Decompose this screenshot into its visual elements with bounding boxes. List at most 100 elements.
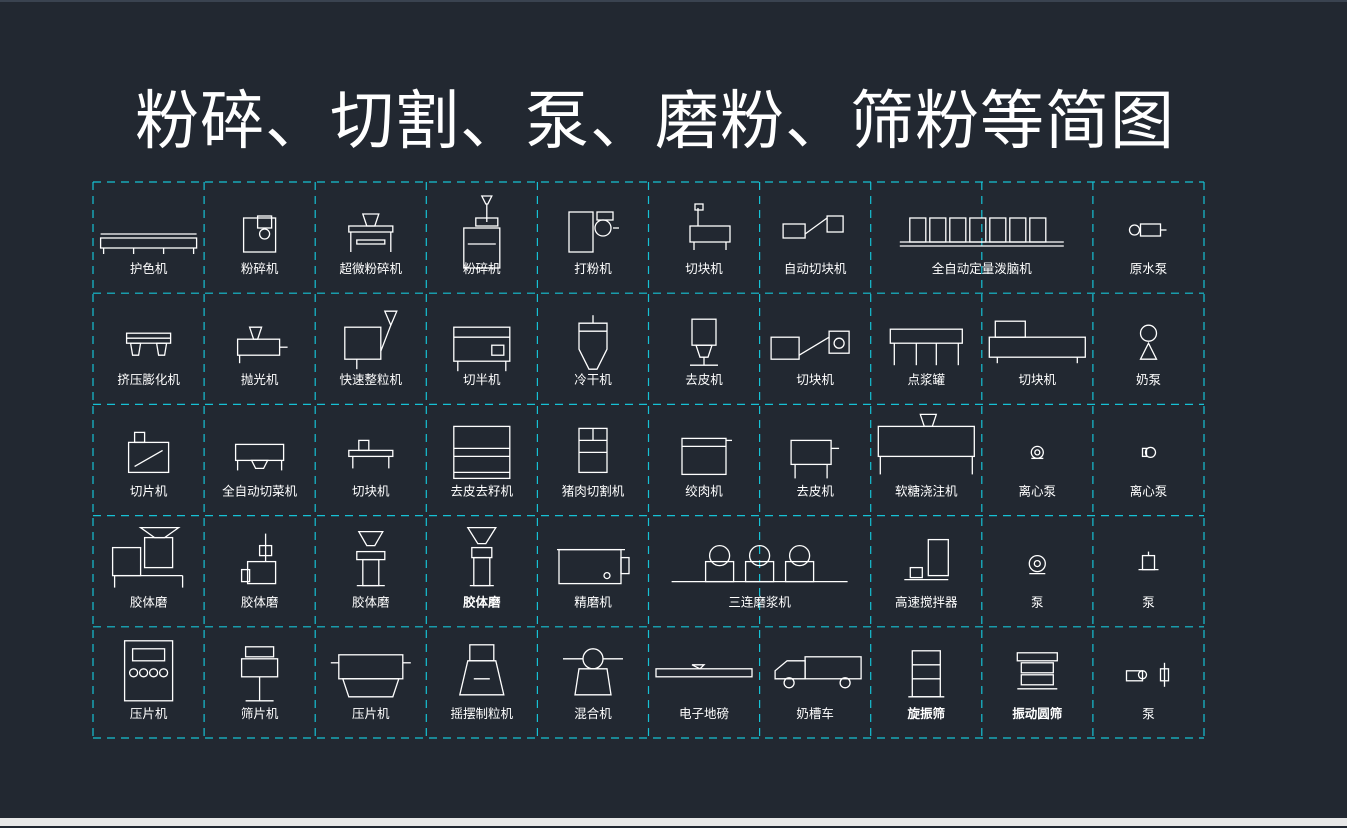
granulator-icon [344, 310, 398, 370]
equipment-label: 奶泵 [1136, 372, 1161, 387]
equipment-cell: 切片机 [127, 431, 170, 498]
centrifugal-pump-icon [1030, 445, 1044, 460]
equipment-cell: 筛片机 [240, 646, 279, 721]
status-bar [0, 818, 1347, 826]
equipment-cell: 三连磨浆机 [671, 544, 848, 610]
pork-cutter-icon [578, 427, 608, 474]
hopper-crusher-icon [463, 195, 501, 269]
pump-pair-icon [1125, 662, 1170, 687]
equipment-label: 筛片机 [241, 706, 279, 721]
pump-round-icon [1028, 554, 1046, 575]
equipment-cell: 奶槽车 [774, 656, 862, 721]
equipment-cell: 离心泵 [1130, 446, 1168, 498]
rotary-sieve-icon [908, 650, 945, 698]
milk-tanker-icon [774, 656, 862, 689]
equipment-label: 离心泵 [1130, 483, 1168, 498]
peeler-icon [690, 318, 718, 366]
equipment-cell: 抛光机 [236, 326, 288, 387]
vegetable-cutter-icon [234, 443, 285, 471]
equipment-cell: 猪肉切割机 [562, 427, 625, 498]
equipment-cell: 去皮机 [790, 439, 840, 498]
equipment-cell: 挤压膨化机 [117, 332, 180, 387]
equipment-cell: 切块机 [770, 330, 850, 387]
equipment-cell: 高速搅拌器 [895, 538, 958, 610]
water-pump-icon [1128, 223, 1167, 237]
equipment-cell: 旋振筛 [907, 650, 946, 721]
equipment-cell: 胶体磨 [241, 533, 279, 610]
triple-pulper-icon [671, 544, 848, 583]
powder-mill-icon [568, 211, 619, 253]
equipment-cell: 胶体磨 [463, 526, 501, 610]
equipment-cell: 切块机 [348, 439, 394, 498]
equipment-cell: 全自动定量泼脑机 [899, 217, 1064, 276]
equipment-label: 挤压膨化机 [117, 372, 180, 387]
swing-granulator-icon [458, 644, 505, 696]
equipment-cell: 去皮去籽机 [451, 425, 514, 498]
equipment-label: 全自动定量泼脑机 [932, 261, 1033, 276]
half-cutter-icon [453, 326, 511, 372]
equipment-cell: 振动圆筛 [1012, 652, 1063, 721]
equipment-label: 泵 [1142, 595, 1155, 610]
equipment-cell: 胶体磨 [352, 530, 390, 610]
equipment-label: 三连磨浆机 [728, 595, 791, 610]
equipment-cell: 快速整粒机 [340, 310, 403, 387]
equipment-label: 泵 [1142, 706, 1155, 721]
line-cutter-icon [770, 330, 850, 360]
equipment-cell: 精磨机 [557, 548, 630, 610]
equipment-cell: 点浆罐 [889, 328, 963, 387]
equipment-cell: 离心泵 [1019, 445, 1057, 498]
equipment-label: 原水泵 [1130, 261, 1168, 276]
equipment-cell: 软糖浇注机 [877, 413, 975, 498]
vibrating-sieve-icon [1016, 652, 1058, 690]
conveyor-washer-icon [99, 233, 198, 254]
equipment-label: 去皮机 [685, 372, 723, 387]
equipment-cell: 去皮机 [685, 318, 723, 387]
equipment-cell: 泵 [1125, 662, 1170, 721]
cube-cutter-icon [689, 203, 731, 250]
slicer-icon [127, 431, 170, 474]
equipment-label: 超微粉碎机 [340, 261, 403, 276]
equipment-label: 切半机 [463, 372, 501, 387]
equipment-cell: 粉碎机 [463, 195, 501, 276]
equipment-label: 自动切块机 [784, 261, 847, 276]
ultrafine-grinder-icon [348, 213, 394, 252]
equipment-label: 猪肉切割机 [562, 483, 625, 498]
equipment-label: 压片机 [130, 706, 168, 721]
equipment-label: 切块机 [796, 372, 834, 387]
equipment-label: 混合机 [574, 706, 612, 721]
equipment-label: 抛光机 [241, 372, 279, 387]
equipment-label: 奶槽车 [796, 706, 834, 721]
equipment-cell: 泵 [1028, 554, 1046, 610]
equipment-label: 冷干机 [574, 372, 612, 387]
equipment-cell: 摇摆制粒机 [451, 644, 514, 721]
colloid-mill-stand-icon [356, 530, 386, 587]
equipment-label: 点浆罐 [908, 372, 946, 387]
equipment-cell: 全自动切菜机 [222, 443, 298, 498]
pump-vertical-icon [1138, 551, 1159, 571]
candy-depositor-icon [877, 413, 975, 475]
polisher-icon [236, 326, 288, 364]
equipment-label: 切块机 [352, 483, 390, 498]
page-title: 粉碎、切割、泵、磨粉、筛粉等简图 [135, 85, 1175, 159]
equipment-cell: 电子地磅 [655, 664, 753, 721]
equipment-cell: 自动切块机 [782, 215, 847, 276]
extruder-icon [125, 332, 172, 356]
equipment-label: 切片机 [130, 483, 168, 498]
meat-grinder-icon [681, 437, 732, 476]
sieve-machine-icon [240, 646, 279, 702]
equipment-cell: 原水泵 [1128, 223, 1168, 276]
colloid-mill-large-icon [111, 526, 184, 588]
equipment-label: 离心泵 [1019, 483, 1057, 498]
equipment-cell: 切块机 [685, 203, 731, 276]
colloid-mill-vertical-icon [466, 526, 497, 587]
equipment-cell: 切半机 [453, 326, 511, 387]
equipment-label: 粉碎机 [241, 261, 279, 276]
slurry-tank-icon [889, 328, 963, 366]
equipment-cell: 奶泵 [1136, 324, 1161, 387]
equipment-label: 软糖浇注机 [895, 483, 958, 498]
equipment-cell: 胶体磨 [111, 526, 184, 610]
equipment-label: 胶体磨 [352, 595, 390, 610]
grid-lines [92, 181, 1205, 739]
equipment-cell: 护色机 [99, 233, 198, 276]
